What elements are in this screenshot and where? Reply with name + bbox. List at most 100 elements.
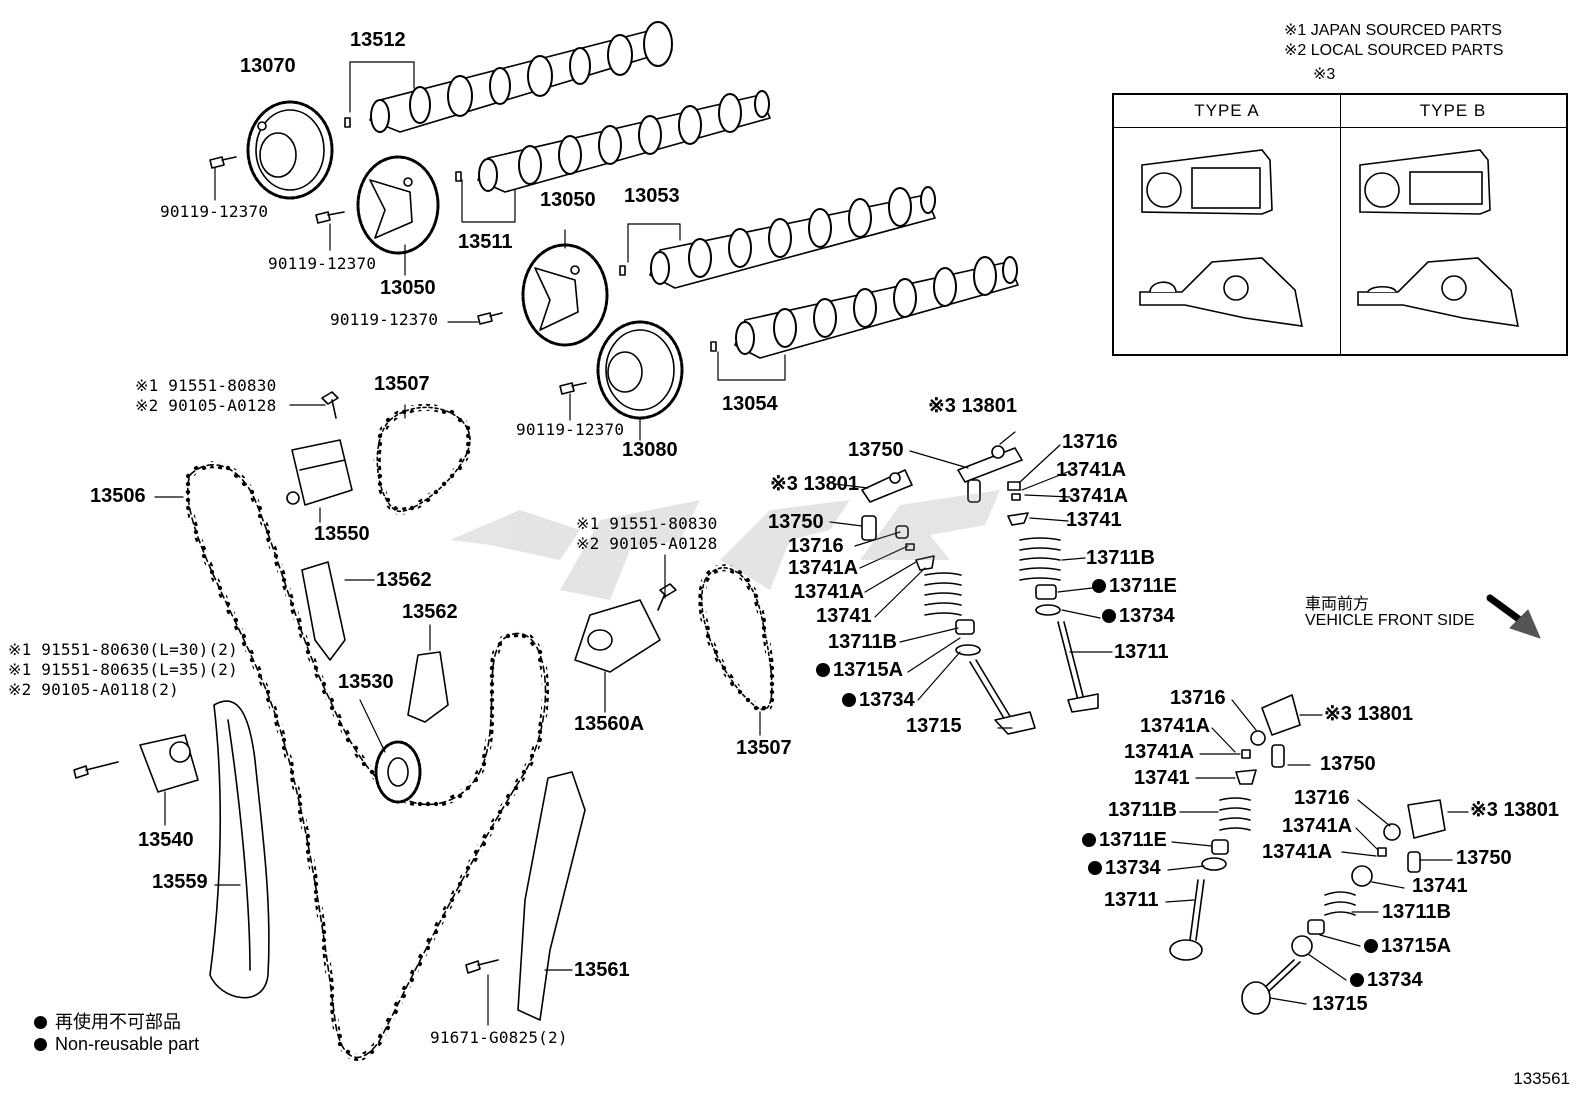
part-label[interactable]: ※1 91551-80635(L=35)(2): [8, 660, 238, 679]
part-label[interactable]: 13050: [380, 277, 436, 299]
part-label[interactable]: ※3 13801: [770, 473, 860, 495]
part-label[interactable]: 13054: [722, 393, 778, 415]
rocker-arm-13801-a[interactable]: [957, 445, 1023, 483]
rocker-arm-13801-b[interactable]: [861, 469, 913, 503]
part-label[interactable]: ※1 91551-80630(L=30)(2): [8, 640, 238, 659]
part-label[interactable]: 13511: [458, 231, 513, 253]
part-label[interactable]: 13750: [1456, 847, 1512, 869]
part-label[interactable]: 13711E: [1082, 830, 1167, 850]
camshaft-13512[interactable]: [369, 21, 673, 133]
camshaft-13511[interactable]: [477, 90, 771, 193]
vvt-gear-13080[interactable]: [596, 320, 684, 420]
valve-seal-icon: [1211, 839, 1229, 855]
tensioner-13540[interactable]: [139, 734, 199, 793]
part-label[interactable]: ※2 90105-A0128: [135, 396, 277, 415]
part-label[interactable]: 13741A: [1140, 715, 1211, 737]
valve-13715[interactable]: [969, 659, 1036, 735]
chain-13507-a[interactable]: [373, 403, 474, 515]
part-label[interactable]: 13507: [374, 373, 430, 395]
part-label[interactable]: 13750: [1320, 753, 1376, 775]
part-label[interactable]: 13741A: [1282, 815, 1353, 837]
part-label[interactable]: 13050: [540, 189, 596, 211]
rocker-arm-13801-d[interactable]: [1407, 799, 1446, 839]
note-japan-sourced: ※1 JAPAN SOURCED PARTS: [1284, 22, 1502, 39]
part-label[interactable]: 13711B: [1108, 799, 1177, 821]
part-label[interactable]: 13562: [376, 569, 432, 591]
part-label[interactable]: 13716: [1294, 787, 1350, 809]
part-label[interactable]: 13512: [350, 29, 406, 51]
valve-13711[interactable]: [1057, 621, 1099, 713]
part-label[interactable]: 13715: [1312, 993, 1368, 1015]
part-label[interactable]: 13550: [314, 523, 370, 545]
part-label[interactable]: 13741A: [1058, 485, 1129, 507]
part-label[interactable]: ※1 91551-80830: [576, 514, 718, 533]
chain-tensioner-13560a[interactable]: [574, 599, 661, 673]
valve-13711-b[interactable]: [1169, 879, 1205, 961]
part-label[interactable]: 13711B: [828, 631, 897, 653]
part-label[interactable]: 13715A: [1364, 936, 1451, 956]
part-label[interactable]: 13741A: [1262, 841, 1333, 863]
sprocket-13530[interactable]: [374, 740, 422, 804]
part-label[interactable]: 13560A: [574, 713, 645, 735]
part-label[interactable]: 13734: [1088, 858, 1161, 878]
part-label[interactable]: 13741: [1134, 767, 1190, 789]
part-label[interactable]: 13562: [402, 601, 458, 623]
part-label[interactable]: 13734: [1350, 970, 1423, 990]
part-label[interactable]: 13530: [338, 671, 394, 693]
part-label[interactable]: 13741A: [1124, 741, 1195, 763]
part-label[interactable]: ※3 13801: [1324, 703, 1414, 725]
vvt-gear-13070[interactable]: [246, 100, 334, 200]
part-label[interactable]: 13540: [138, 829, 194, 851]
part-label[interactable]: 13750: [768, 511, 824, 533]
rocker-arm-13801-c[interactable]: [1261, 694, 1301, 736]
part-label[interactable]: 13711E: [1092, 576, 1177, 596]
part-label[interactable]: 13070: [240, 55, 296, 77]
part-label[interactable]: 13741A: [794, 581, 865, 603]
part-label[interactable]: 90119-12370: [160, 202, 269, 221]
part-label[interactable]: 13734: [1102, 606, 1175, 626]
part-label[interactable]: 13559: [152, 871, 208, 893]
part-label[interactable]: 13715: [906, 715, 962, 737]
part-label[interactable]: 90119-12370: [516, 420, 625, 439]
chain-13507-b[interactable]: [698, 564, 776, 713]
part-label[interactable]: 13734: [842, 690, 915, 710]
part-label[interactable]: 13711B: [1086, 547, 1155, 569]
part-label[interactable]: 13711B: [1382, 901, 1451, 923]
part-label[interactable]: 90119-12370: [330, 310, 439, 329]
sprocket-13050-a[interactable]: [356, 155, 440, 255]
part-label[interactable]: 90119-12370: [268, 254, 377, 273]
part-label[interactable]: 13741: [1066, 509, 1122, 531]
part-label[interactable]: 91671-G0825(2): [430, 1028, 568, 1047]
part-label[interactable]: 13561: [574, 959, 630, 981]
part-label[interactable]: 13506: [90, 485, 146, 507]
part-label[interactable]: 13716: [788, 535, 844, 557]
part-label[interactable]: 13741A: [788, 557, 859, 579]
part-label[interactable]: ※3 13801: [928, 395, 1018, 417]
part-label[interactable]: ※2 90105-A0118(2): [8, 680, 179, 699]
part-label[interactable]: 13741: [1412, 875, 1468, 897]
part-label[interactable]: 13716: [1062, 431, 1118, 453]
camshaft-13053[interactable]: [649, 186, 936, 289]
tensioner-13550[interactable]: [286, 439, 353, 506]
chain-guide-13561[interactable]: [517, 771, 586, 1021]
chain-guide-13562-a[interactable]: [301, 561, 346, 661]
sprocket-13050-b[interactable]: [521, 243, 609, 347]
part-label[interactable]: ※3 13801: [1470, 799, 1560, 821]
part-label[interactable]: 13711: [1104, 889, 1159, 911]
part-label[interactable]: 13716: [1170, 687, 1226, 709]
part-label[interactable]: ※1 91551-80830: [135, 376, 277, 395]
part-label[interactable]: 13080: [622, 439, 678, 461]
part-label[interactable]: 13741: [816, 605, 872, 627]
part-label[interactable]: 13711: [1114, 641, 1169, 663]
part-label[interactable]: 13750: [848, 439, 904, 461]
chain-guide-13562-b[interactable]: [407, 651, 449, 723]
camshaft-13054[interactable]: [734, 256, 1019, 359]
part-label[interactable]: 13715A: [816, 660, 903, 680]
part-label[interactable]: 13741A: [1056, 459, 1127, 481]
valve-13715-b[interactable]: [1241, 959, 1301, 1015]
tensioner-arm-13559[interactable]: [209, 700, 270, 999]
part-label[interactable]: 13507: [736, 737, 792, 759]
part-label[interactable]: ※2 90105-A0128: [576, 534, 718, 553]
timing-chain-13506[interactable]: [184, 461, 549, 1061]
part-label[interactable]: 13053: [624, 185, 680, 207]
